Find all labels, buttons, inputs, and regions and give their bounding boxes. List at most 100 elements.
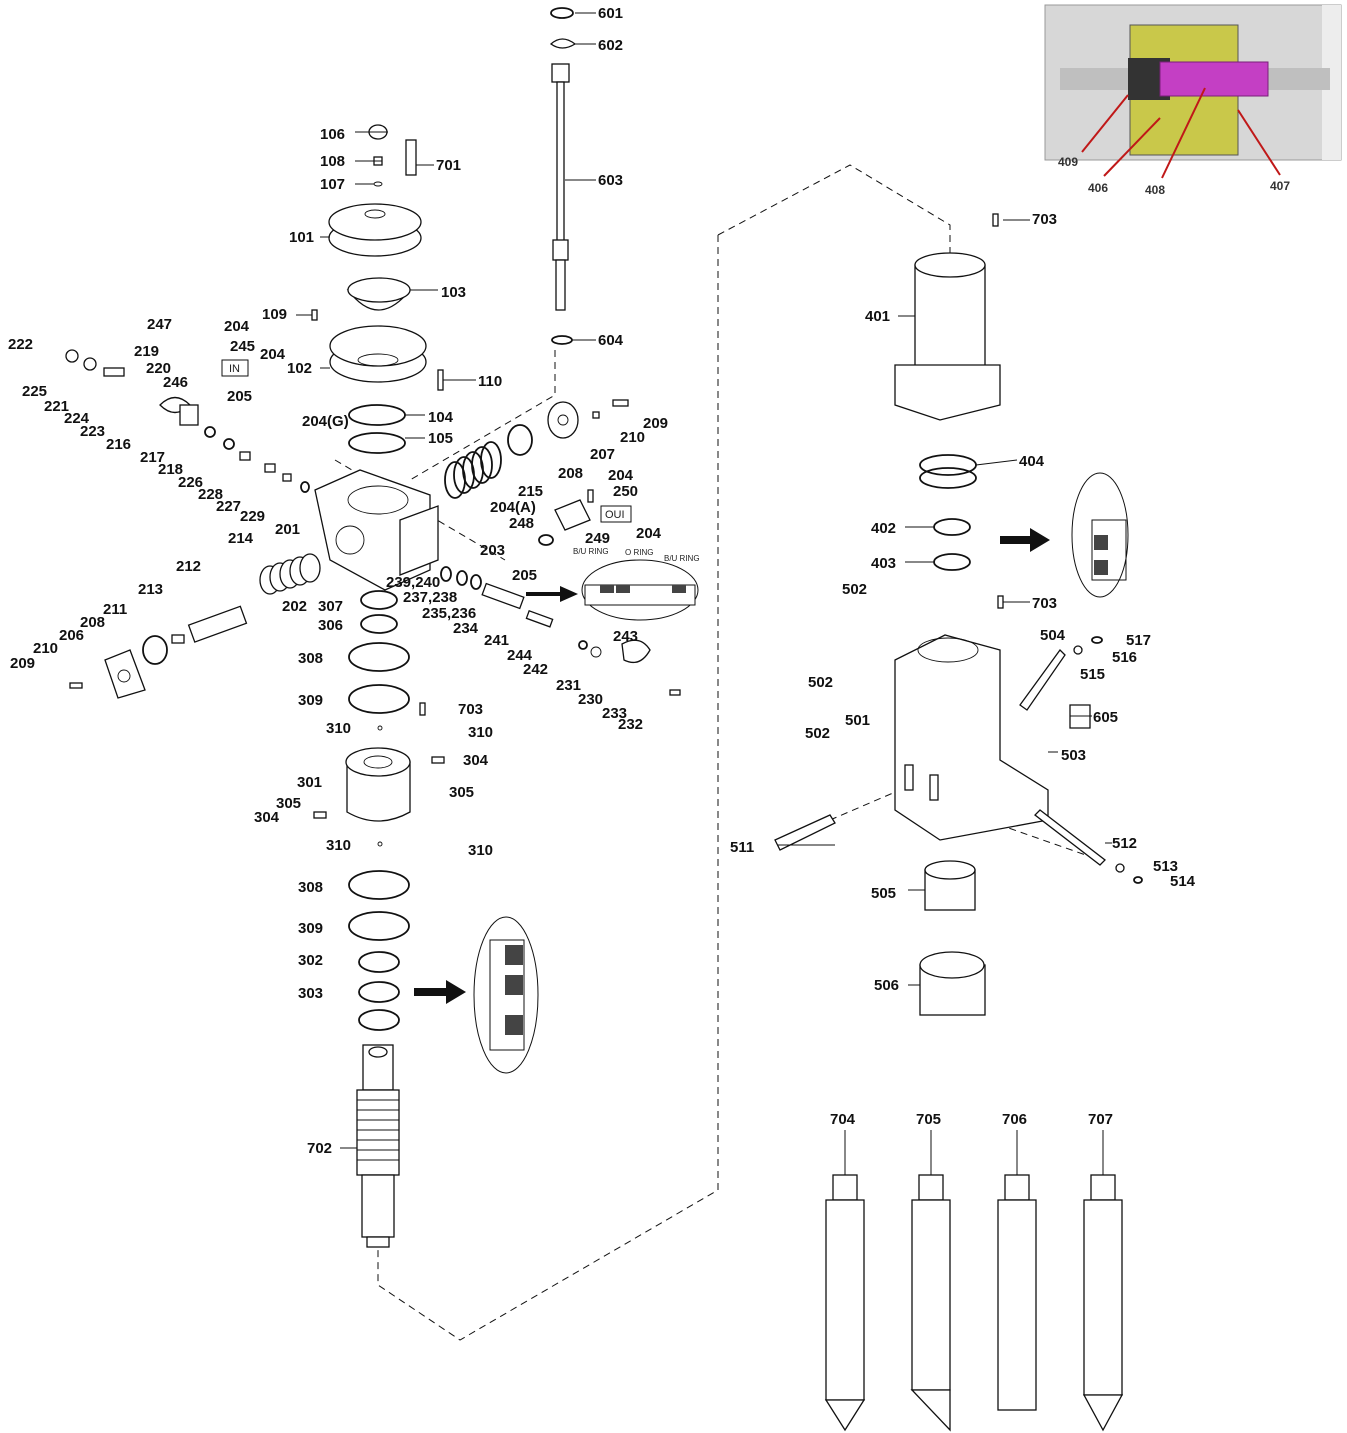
label-237-238: 237,238: [403, 589, 457, 606]
label-402: 402: [871, 520, 896, 537]
label-705: 705: [916, 1111, 941, 1128]
assembly-path-main: [377, 164, 951, 1341]
callout-bu-ring-left: B/U RING: [573, 547, 609, 556]
label-309-a: 309: [298, 692, 323, 709]
label-107: 107: [320, 176, 345, 193]
label-301: 301: [297, 774, 322, 791]
label-515: 515: [1080, 666, 1105, 683]
label-505: 505: [871, 885, 896, 902]
piston-702: [356, 1044, 400, 1248]
label-602: 602: [598, 37, 623, 54]
label-212: 212: [176, 558, 201, 575]
label-308-b: 308: [298, 879, 323, 896]
label-201: 201: [275, 521, 300, 538]
label-233: 233: [602, 705, 627, 722]
label-226: 226: [178, 474, 203, 491]
seal-callout: B/U RING O RING B/U RING: [526, 547, 700, 621]
label-210-b: 210: [620, 429, 645, 446]
label-101: 101: [289, 229, 314, 246]
label-246: 246: [163, 374, 188, 391]
label-230: 230: [578, 691, 603, 708]
cap-assembly: [311, 124, 444, 454]
spring-stack: [259, 553, 321, 595]
inset-label-408: 408: [1145, 183, 1165, 197]
label-701: 701: [436, 157, 461, 174]
callout-o-ring: O RING: [625, 548, 653, 557]
label-303: 303: [298, 985, 323, 1002]
inset-label-406: 406: [1088, 181, 1108, 195]
label-503: 503: [1061, 747, 1086, 764]
label-702: 702: [307, 1140, 332, 1157]
label-305-b: 305: [276, 795, 301, 812]
label-108: 108: [320, 153, 345, 170]
label-249: 249: [585, 530, 610, 547]
label-247: 247: [147, 316, 172, 333]
leader-lines: [296, 12, 1112, 1175]
label-204-g: 204(G): [302, 413, 349, 430]
callout-bu-ring-right: B/U RING: [664, 554, 700, 563]
label-209-a: 209: [10, 655, 35, 672]
label-214: 214: [228, 530, 254, 547]
label-204-a-paren: 204(A): [490, 499, 536, 516]
label-102: 102: [287, 360, 312, 377]
label-241: 241: [484, 632, 509, 649]
front-head-assembly: [894, 213, 1129, 598]
inset-detail: 409 406 408 407: [1044, 4, 1342, 197]
label-308-a: 308: [298, 650, 323, 667]
label-210-a: 210: [33, 640, 58, 657]
label-605: 605: [1093, 709, 1118, 726]
label-304-a: 304: [463, 752, 489, 769]
in-port-label: IN: [229, 363, 240, 375]
label-250: 250: [613, 483, 638, 500]
front-head-block: [774, 595, 1143, 1016]
label-304-b: 304: [254, 809, 280, 826]
label-514: 514: [1170, 873, 1196, 890]
label-512: 512: [1112, 835, 1137, 852]
label-704: 704: [830, 1111, 856, 1128]
label-307: 307: [318, 598, 343, 615]
label-513: 513: [1153, 858, 1178, 875]
label-603: 603: [598, 172, 623, 189]
chisel-705: [910, 1174, 951, 1432]
label-205-b: 205: [512, 567, 537, 584]
label-243: 243: [613, 628, 638, 645]
label-235-236: 235,236: [422, 605, 476, 622]
label-103: 103: [441, 284, 466, 301]
label-310-c: 310: [326, 837, 351, 854]
label-218: 218: [158, 461, 183, 478]
label-703-c: 703: [1032, 595, 1057, 612]
label-109: 109: [262, 306, 287, 323]
label-208-a: 208: [80, 614, 105, 631]
label-516: 516: [1112, 649, 1137, 666]
label-502-c: 502: [805, 725, 830, 742]
chisel-704: [824, 1174, 866, 1432]
label-221: 221: [44, 398, 69, 415]
label-310-d: 310: [468, 842, 493, 859]
label-215: 215: [518, 483, 543, 500]
label-204-d: 204: [636, 525, 662, 542]
label-517: 517: [1126, 632, 1151, 649]
label-223: 223: [80, 423, 105, 440]
label-502-a: 502: [842, 581, 867, 598]
label-305-a: 305: [449, 784, 474, 801]
label-211: 211: [103, 601, 127, 618]
label-506: 506: [874, 977, 899, 994]
label-604: 604: [598, 332, 624, 349]
label-208-b: 208: [558, 465, 583, 482]
label-204-a: 204: [224, 318, 250, 335]
label-234: 234: [453, 620, 479, 637]
chisel-707: [1082, 1174, 1124, 1432]
label-248: 248: [509, 515, 534, 532]
label-209-b: 209: [643, 415, 668, 432]
label-706: 706: [1002, 1111, 1027, 1128]
label-106: 106: [320, 126, 345, 143]
label-105: 105: [428, 430, 453, 447]
label-203: 203: [480, 542, 505, 559]
label-222: 222: [8, 336, 33, 353]
cylinder-column: [313, 590, 539, 1248]
label-206: 206: [59, 627, 84, 644]
label-501: 501: [845, 712, 870, 729]
label-239-240: 239,240: [386, 574, 440, 591]
label-217: 217: [140, 449, 165, 466]
